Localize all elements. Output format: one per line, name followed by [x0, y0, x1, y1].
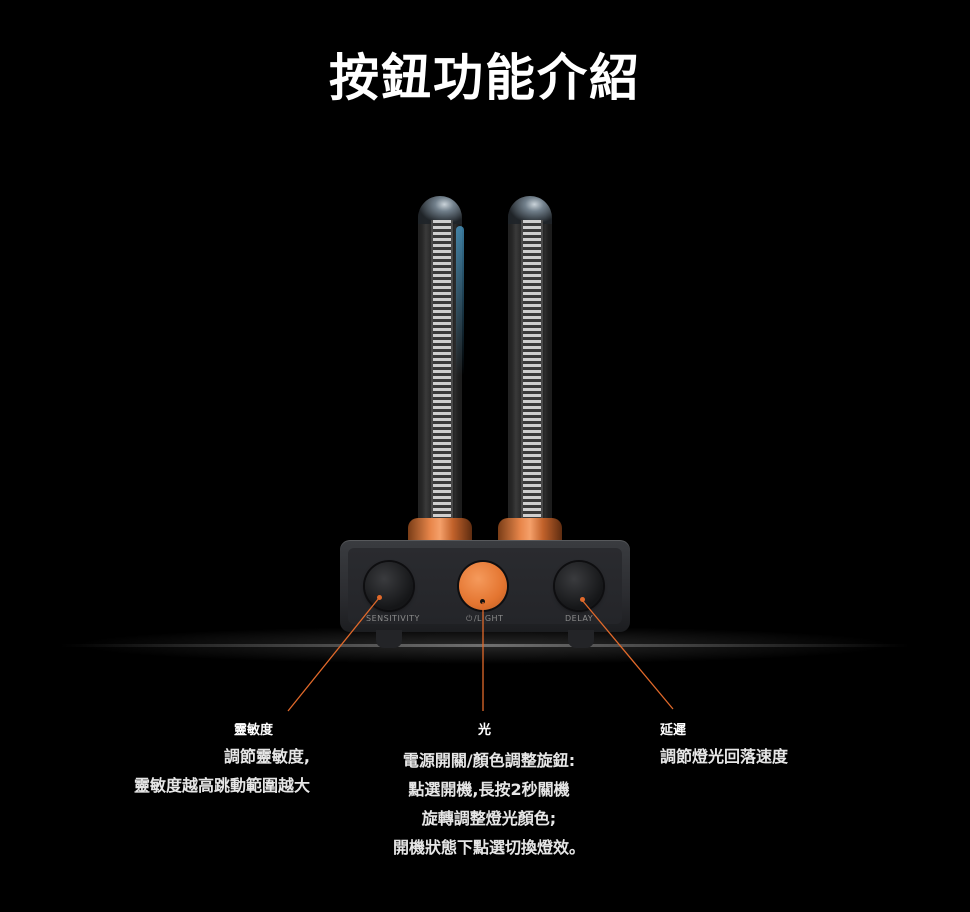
delay-label: DELAY — [565, 614, 594, 623]
left-tube-collar — [408, 518, 472, 544]
led-strip — [521, 220, 543, 520]
led-strip — [431, 220, 453, 520]
delay-heading: 延遲 — [660, 723, 687, 738]
sensitivity-heading: 靈敏度 — [234, 723, 274, 738]
sensitivity-pointer-line — [287, 597, 380, 712]
right-tube-collar — [498, 518, 562, 544]
power-icon: ⏻ — [466, 614, 473, 623]
sensitivity-label: SENSITIVITY — [366, 614, 420, 623]
knob-indicator-dot — [480, 599, 485, 604]
sensitivity-description: 調節靈敏度, 靈敏度越高跳動範圍越大 — [100, 742, 310, 800]
power-light-label-wrap: ⏻/LIGHT — [466, 614, 503, 624]
delay-description: 調節燈光回落速度 — [660, 742, 840, 771]
description-line: 調節燈光回落速度 — [660, 747, 789, 766]
tube-glow — [456, 226, 464, 376]
device-foot — [376, 630, 402, 648]
page-title: 按鈕功能介紹 — [329, 49, 641, 107]
tube-cap — [508, 196, 552, 224]
device-foot — [568, 630, 594, 648]
description-line: 點選開機,長按2秒關機 — [408, 780, 570, 799]
left-light-tube — [418, 196, 464, 530]
light-heading: 光 — [478, 723, 492, 738]
description-line: 調節靈敏度, — [223, 747, 310, 766]
tube-cap — [418, 196, 462, 224]
light-description: 電源開關/顏色調整旋鈕: 點選開機,長按2秒關機 旋轉調整燈光顏色; 開機狀態下… — [376, 746, 602, 862]
description-line: 開機狀態下點選切換燈效。 — [392, 838, 585, 857]
delay-knob[interactable] — [555, 562, 603, 610]
sensitivity-knob[interactable] — [365, 562, 413, 610]
knob-indicator-dot — [377, 595, 382, 600]
right-light-tube — [508, 196, 552, 530]
power-light-label: /LIGHT — [473, 614, 504, 623]
description-line: 電源開關/顏色調整旋鈕: — [402, 751, 576, 770]
description-line: 旋轉調整燈光顏色; — [421, 809, 557, 828]
delay-pointer-line — [581, 599, 674, 710]
floor-highlight — [60, 644, 910, 647]
description-line: 靈敏度越高跳動範圍越大 — [133, 776, 310, 795]
knob-indicator-dot — [580, 597, 585, 602]
